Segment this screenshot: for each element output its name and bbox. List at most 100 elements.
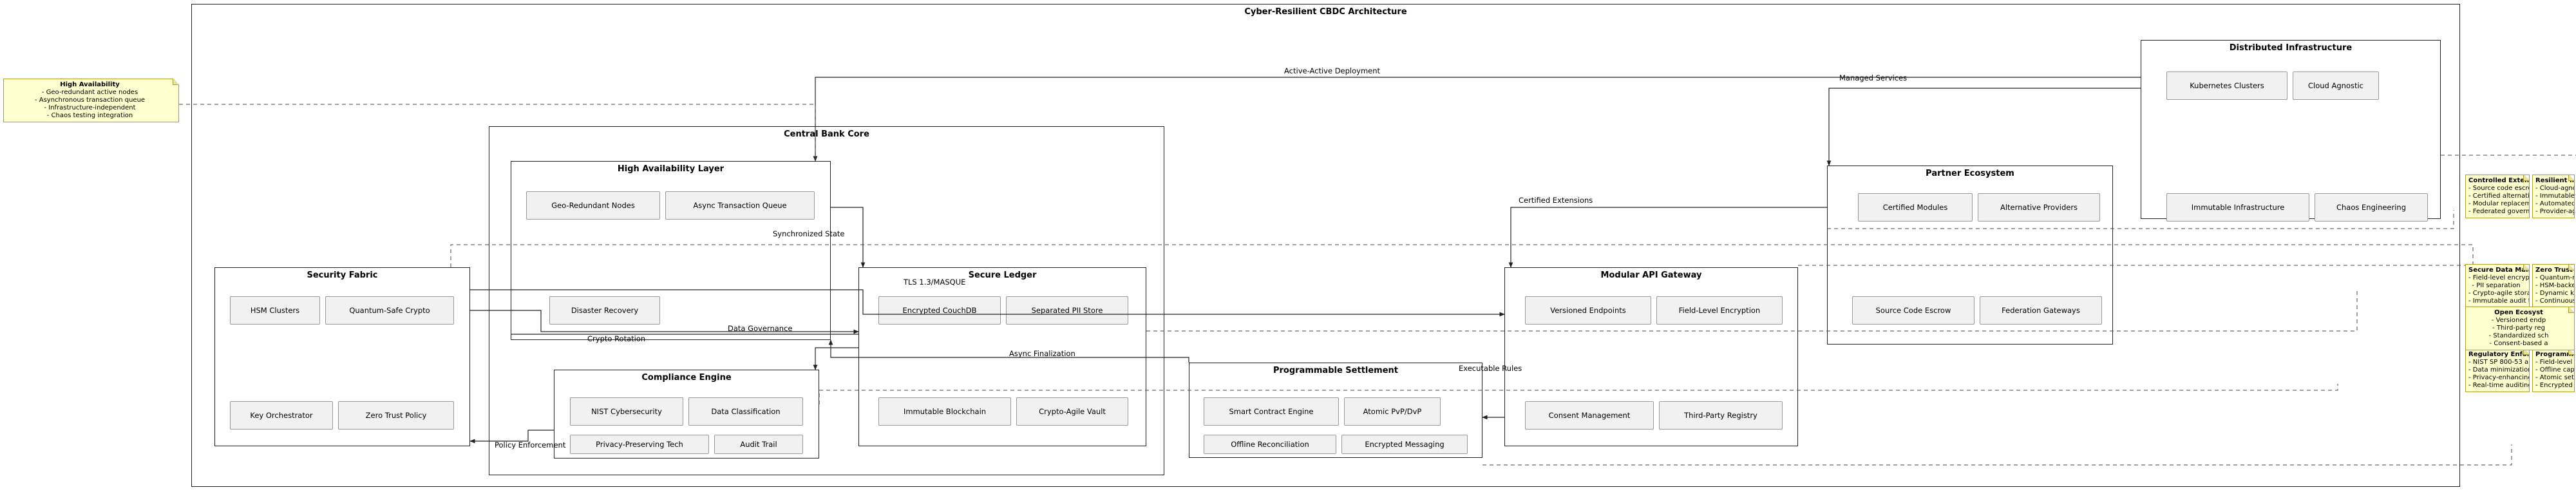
- module-federation-gateways[interactable]: Federation Gateways: [1980, 296, 2102, 325]
- secure-ledger-title: Secure Ledger: [968, 270, 1037, 280]
- note-line: - Encrypted workflows: [2535, 382, 2574, 389]
- edge-label-active-active: Active-Active Deployment: [1284, 66, 1381, 75]
- note-line: - Crypto-agile storage: [2468, 290, 2529, 297]
- note-open-ecosystem-title: Open Ecosyst: [2494, 309, 2543, 316]
- edge-active-active: [813, 77, 2141, 162]
- note-line: - Third-party reg: [2492, 325, 2545, 332]
- note-link-zero-trust: [450, 244, 2474, 283]
- edge-managed-services: [1826, 88, 2141, 166]
- note-line: - Certified alternative providers: [2468, 193, 2530, 200]
- module-third-party-registry[interactable]: Third-Party Registry: [1659, 401, 1783, 430]
- note-line: - PII separation: [2472, 282, 2521, 289]
- module-audit-trail[interactable]: Audit Trail: [714, 435, 803, 454]
- module-atomic-pvp-dvp[interactable]: Atomic PvP/DvP: [1344, 397, 1441, 426]
- note-regulatory-enforcement: Regulatory Enforcement - NIST SP 800-53 …: [2465, 348, 2530, 392]
- note-high-availability: High Availability - Geo-redundant active…: [3, 79, 179, 122]
- note-line: - Federated governance: [2468, 208, 2530, 215]
- module-immutable-blockchain[interactable]: Immutable Blockchain: [878, 397, 1011, 426]
- edge-compliance-ledger: [813, 347, 858, 370]
- note-line: - Data minimization: [2468, 366, 2530, 374]
- note-zero-trust-security-title: Zero Trust Security: [2535, 267, 2574, 274]
- note-line: - Source code escrow: [2468, 185, 2529, 192]
- edge-synchronized-state: [831, 207, 866, 268]
- edge-label-synchronized-state: Synchronized State: [773, 229, 845, 238]
- note-secure-data-management: Secure Data Management - Field-level enc…: [2465, 264, 2530, 308]
- edge-label-async-finalization: Async Finalization: [1009, 349, 1075, 358]
- note-line: - Consent-based a: [2489, 340, 2548, 347]
- edge-data-governance: [470, 310, 859, 334]
- module-offline-reconciliation[interactable]: Offline Reconciliation: [1204, 435, 1336, 454]
- module-async-transaction-queue[interactable]: Async Transaction Queue: [665, 191, 815, 220]
- edge-async-finalization: [828, 339, 1189, 363]
- note-line: - Field-level privacy: [2535, 359, 2574, 366]
- module-field-level-encryption[interactable]: Field-Level Encryption: [1656, 296, 1783, 325]
- note-programmable-money: Programmable Money - Field-level privacy…: [2532, 348, 2575, 392]
- module-certified-modules[interactable]: Certified Modules: [1858, 193, 1973, 222]
- note-line: - Continuous authentication: [2535, 298, 2575, 305]
- note-line: - Cloud-agnostic deployment: [2535, 185, 2574, 192]
- central-bank-core-title: Central Bank Core: [784, 129, 869, 139]
- module-geo-redundant-nodes[interactable]: Geo-Redundant Nodes: [526, 191, 660, 220]
- note-link-secure-data: [1146, 290, 2358, 332]
- module-disaster-recovery[interactable]: Disaster Recovery: [549, 296, 660, 325]
- high-availability-layer-title: High Availability Layer: [617, 164, 724, 174]
- note-line: - Geo-redundant active nodes: [41, 89, 138, 96]
- note-line: - Offline capability: [2535, 366, 2575, 374]
- module-key-orchestrator[interactable]: Key Orchestrator: [230, 401, 333, 430]
- note-line: - Quantum-resistant crypto: [2535, 274, 2575, 281]
- edge-label-data-governance: Data Governance: [728, 324, 793, 333]
- module-consent-management[interactable]: Consent Management: [1525, 401, 1654, 430]
- note-programmable-money-title: Programmable Money: [2535, 351, 2574, 358]
- module-versioned-endpoints[interactable]: Versioned Endpoints: [1525, 296, 1651, 325]
- partner-ecosystem-title: Partner Ecosystem: [1926, 169, 2014, 178]
- security-fabric-title: Security Fabric: [307, 270, 378, 280]
- note-line: - Modular replacement: [2468, 200, 2530, 207]
- module-nist-cybersecurity[interactable]: NIST Cybersecurity: [570, 397, 683, 426]
- edge-label-tls: TLS 1.3/MASQUE: [904, 278, 966, 287]
- modular-api-gateway-title: Modular API Gateway: [1600, 270, 1702, 280]
- module-alternative-providers[interactable]: Alternative Providers: [1978, 193, 2100, 222]
- module-source-code-escrow[interactable]: Source Code Escrow: [1852, 296, 1975, 325]
- note-resilient-infrastructure-title: Resilient Infrastructure: [2535, 177, 2574, 184]
- diagram-title: Cyber-Resilient CBDC Architecture: [1244, 7, 1407, 17]
- module-cloud-agnostic[interactable]: Cloud Agnostic: [2293, 71, 2379, 100]
- note-line: - Immutable containers: [2535, 193, 2575, 200]
- module-immutable-infrastructure[interactable]: Immutable Infrastructure: [2166, 193, 2309, 222]
- note-link-regulatory: [819, 384, 2338, 404]
- note-line: - Versioned endp: [2491, 317, 2546, 324]
- edge-label-crypto-rotation: Crypto Rotation: [587, 334, 646, 343]
- module-smart-contract-engine[interactable]: Smart Contract Engine: [1204, 397, 1339, 426]
- note-line: - Field-level encryption: [2468, 274, 2530, 281]
- note-regulatory-enforcement-title: Regulatory Enforcement: [2468, 351, 2530, 358]
- note-line: - HSM-backed operations: [2535, 282, 2574, 289]
- edge-policy-enforcement: [469, 430, 554, 444]
- edge-label-executable-rules: Executable Rules: [1459, 364, 1522, 373]
- note-line: - Asynchronous transaction queue: [34, 97, 146, 104]
- module-encrypted-messaging[interactable]: Encrypted Messaging: [1341, 435, 1468, 454]
- module-kubernetes-clusters[interactable]: Kubernetes Clusters: [2166, 71, 2287, 100]
- module-quantum-safe-crypto[interactable]: Quantum-Safe Crypto: [325, 296, 454, 325]
- note-high-availability-title: High Availability: [60, 81, 120, 88]
- note-line: - Dynamic key management: [2535, 290, 2574, 297]
- note-link-programmable-money: [1482, 444, 2512, 466]
- distributed-infrastructure: Distributed Infrastructure: [2141, 40, 2441, 219]
- module-privacy-preserving-tech[interactable]: Privacy-Preserving Tech: [570, 435, 709, 454]
- note-line: - Real-time auditing: [2468, 382, 2530, 389]
- note-line: - Atomic settlements: [2535, 374, 2574, 381]
- note-line: - Infrastructure-independent: [44, 104, 136, 111]
- note-line: - Standardized sch: [2488, 332, 2549, 339]
- note-resilient-infrastructure: Resilient Infrastructure - Cloud-agnosti…: [2532, 175, 2575, 218]
- note-link-high-availability: [179, 104, 816, 161]
- module-separated-pii-store[interactable]: Separated PII Store: [1006, 296, 1128, 325]
- module-hsm-clusters[interactable]: HSM Clusters: [230, 296, 320, 325]
- module-chaos-engineering[interactable]: Chaos Engineering: [2315, 193, 2428, 222]
- edge-label-certified-extensions: Certified Extensions: [1519, 196, 1593, 205]
- module-data-classification[interactable]: Data Classification: [688, 397, 803, 426]
- edge-label-policy-enforcement: Policy Enforcement: [495, 440, 566, 449]
- note-secure-data-management-title: Secure Data Management: [2468, 267, 2529, 274]
- note-line: - NIST SP 800-53 aligned: [2468, 359, 2529, 366]
- note-open-ecosystem: Open Ecosyst - Versioned endp - Third-pa…: [2465, 307, 2575, 350]
- module-crypto-agile-vault[interactable]: Crypto-Agile Vault: [1016, 397, 1128, 426]
- module-zero-trust-policy[interactable]: Zero Trust Policy: [338, 401, 454, 430]
- module-encrypted-couchdb[interactable]: Encrypted CouchDB: [878, 296, 1001, 325]
